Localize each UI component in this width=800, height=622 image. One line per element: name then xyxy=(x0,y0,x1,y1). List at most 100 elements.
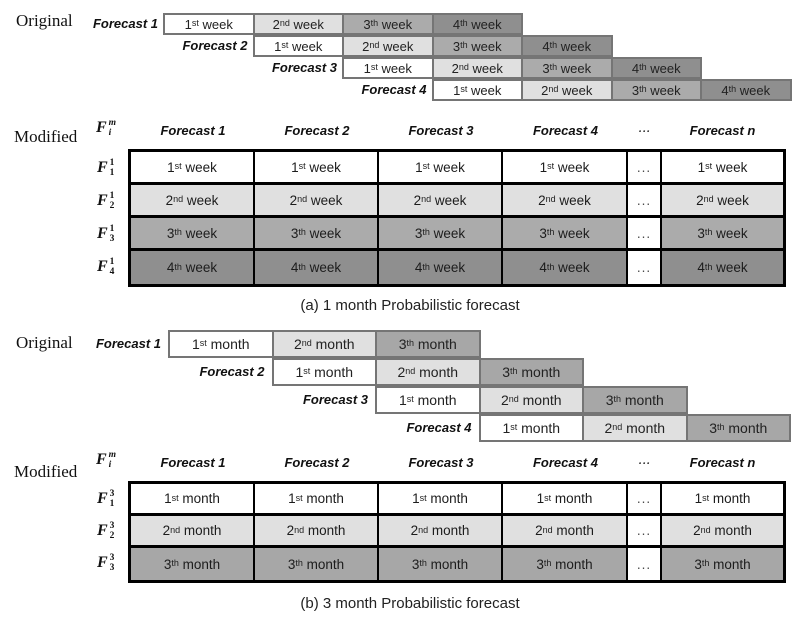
column-header: Forecast n xyxy=(689,455,756,470)
forecast-row-label: Forecast 4 xyxy=(361,82,427,97)
caption-b: (b) 3 month Probabilistic forecast xyxy=(300,595,520,612)
f-subscript: 3 xyxy=(109,233,115,244)
dots-column-header: ... xyxy=(638,123,652,135)
forecast-row-label: Forecast 1 xyxy=(95,336,161,351)
forecast-row-label: Forecast 2 xyxy=(199,364,265,379)
f-subscript: 4 xyxy=(109,266,115,277)
dots-cell: ... xyxy=(628,484,662,516)
column-header: Forecast 4 xyxy=(532,455,599,470)
f-superscript: 3 xyxy=(109,553,115,563)
caption-a: (a) 1 month Probabilistic forecast xyxy=(300,297,520,314)
f-subscript: 1 xyxy=(109,167,115,178)
f-base: F xyxy=(97,224,108,242)
f-superscript: 3 xyxy=(109,521,115,531)
dots-cell: ... xyxy=(628,185,662,218)
dots-cell: ... xyxy=(628,218,662,251)
f-base: F xyxy=(97,257,108,275)
dots-cell: ... xyxy=(628,548,662,580)
dots-cell: ... xyxy=(628,516,662,548)
f-subscript: 1 xyxy=(109,499,115,510)
f-superscript: 1 xyxy=(109,190,115,201)
f-superscript: 1 xyxy=(109,157,115,168)
column-header: Forecast 2 xyxy=(284,123,350,138)
f-base: F xyxy=(97,554,108,572)
f-subscript: i xyxy=(108,128,112,139)
f-superscript: m xyxy=(108,118,117,128)
dots-column-header: ... xyxy=(638,455,652,467)
f-subscript: 2 xyxy=(109,531,115,542)
modified-label-a: Modified xyxy=(14,127,78,146)
dots-cell: ... xyxy=(628,251,662,284)
f-base: F xyxy=(97,191,108,209)
f-base: F xyxy=(96,119,107,137)
